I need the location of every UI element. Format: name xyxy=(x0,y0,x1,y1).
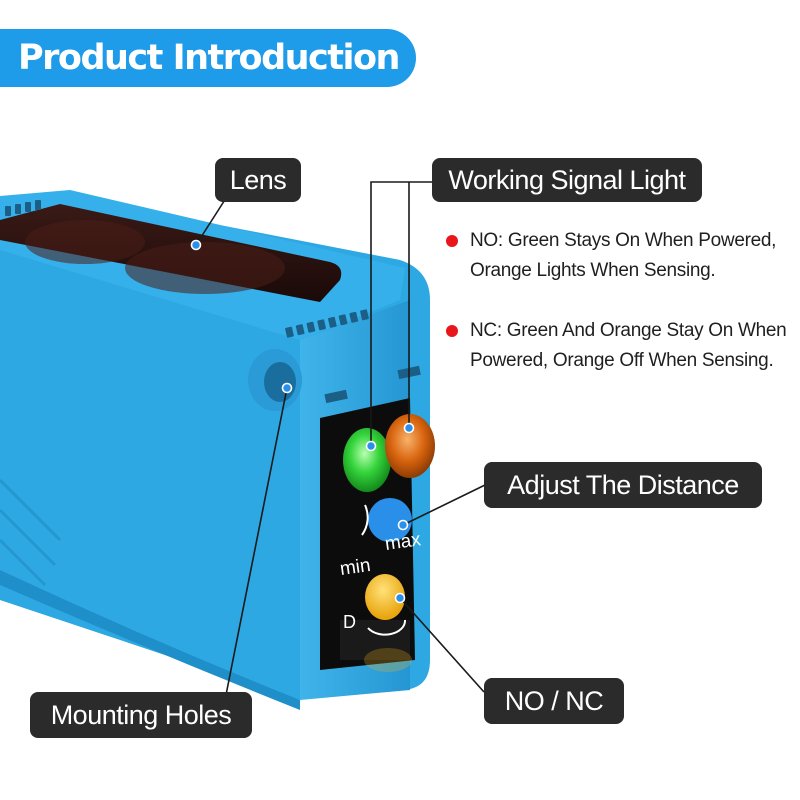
vent-slots-top xyxy=(5,200,41,216)
bullet-dot xyxy=(446,235,458,247)
no-nc-switch[interactable] xyxy=(365,574,405,620)
adjust-distance-label: Adjust The Distance xyxy=(484,462,762,508)
panel-min-label: min xyxy=(339,555,372,580)
side-ribs xyxy=(0,478,62,587)
vent-slots-lower xyxy=(285,309,369,338)
leader-dots xyxy=(190,239,415,604)
orange-led xyxy=(385,414,435,478)
mounting-holes-label: Mounting Holes xyxy=(30,692,252,738)
lens-circle-right xyxy=(125,242,285,294)
note-no: NO: Green Stays On When Powered, Orange … xyxy=(446,226,776,286)
lens-circle-left xyxy=(25,220,145,264)
panel-max-label: max xyxy=(384,529,423,555)
yellow-reflection xyxy=(364,648,412,672)
panel-slot-left xyxy=(324,389,348,404)
note-nc: NC: Green And Orange Stay On When Powere… xyxy=(446,316,787,376)
title-banner: Product Introduction xyxy=(0,29,416,87)
no-nc-label: NO / NC xyxy=(484,678,624,724)
knob-arc xyxy=(361,504,369,536)
mounting-hole-inner xyxy=(264,362,296,402)
lens-label: Lens xyxy=(215,158,301,202)
bullet-dot xyxy=(446,325,458,337)
note-nc-line2: Powered, Orange Off When Sensing. xyxy=(470,350,774,371)
leader-lines xyxy=(195,181,486,701)
panel-bottom-plate xyxy=(340,620,410,660)
green-led xyxy=(343,428,391,492)
panel-d-label: D xyxy=(343,612,356,632)
note-nc-line1: NC: Green And Orange Stay On When xyxy=(470,320,787,341)
note-no-line2: Orange Lights When Sensing. xyxy=(470,260,716,281)
sensor-bottom-edge xyxy=(0,570,300,710)
distance-knob[interactable] xyxy=(368,498,412,542)
working-signal-light-label: Working Signal Light xyxy=(432,158,702,202)
switch-arc xyxy=(367,619,407,636)
note-no-line1: NO: Green Stays On When Powered, xyxy=(470,230,777,251)
page-title: Product Introduction xyxy=(18,38,400,78)
